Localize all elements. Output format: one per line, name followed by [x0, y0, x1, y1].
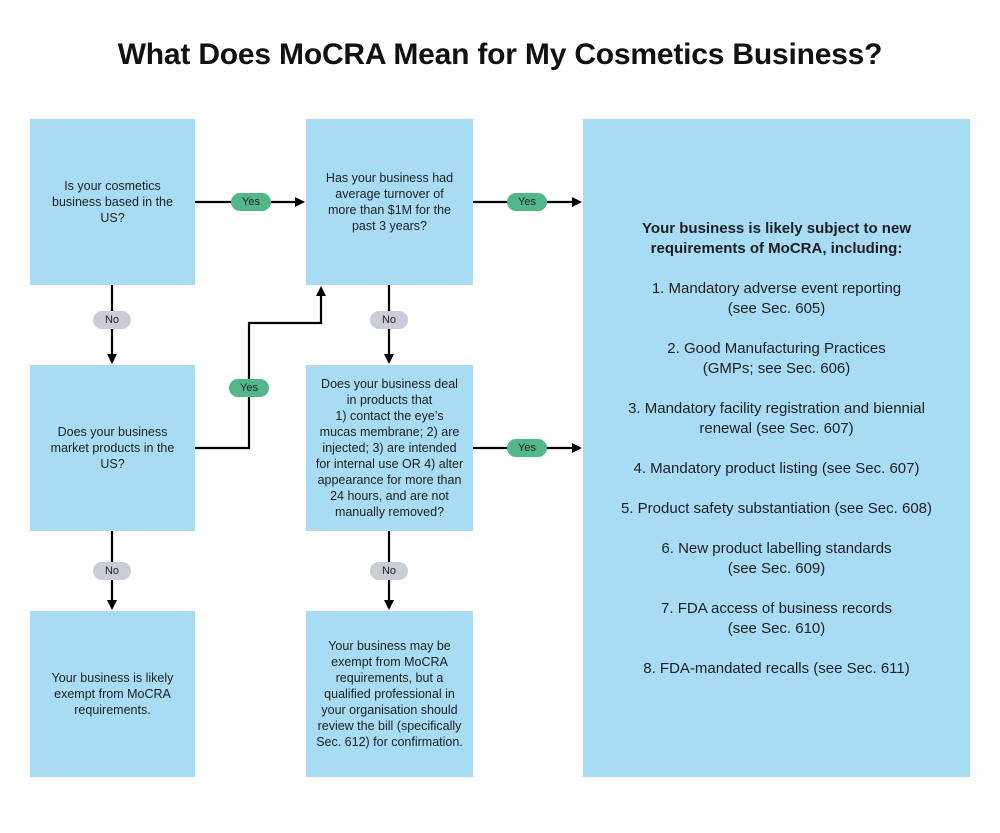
question-market-in-us: Does your business market products in th… [30, 365, 195, 531]
no-label-q4: No [370, 562, 408, 580]
requirement-item: 6. New product labelling standards (see … [661, 540, 892, 577]
yes-label-q2: Yes [229, 379, 269, 397]
outcome-requirements: Your business is likely subject to new r… [583, 119, 970, 777]
requirement-item: 2. Good Manufacturing Practices (GMPs; s… [667, 340, 886, 377]
outcome-exempt: Your business is likely exempt from MoCR… [30, 611, 195, 777]
no-label-q1: No [93, 311, 131, 329]
question-based-in-us: Is your cosmetics business based in the … [30, 119, 195, 285]
page-title: What Does MoCRA Mean for My Cosmetics Bu… [117, 38, 883, 71]
question-product-types: Does your business deal in products that… [306, 365, 473, 531]
requirement-item: 3. Mandatory facility registration and b… [628, 400, 925, 437]
yes-label-q3: Yes [507, 193, 547, 211]
requirement-item: 1. Mandatory adverse event reporting (se… [651, 280, 902, 317]
requirement-item: 5. Product safety substantiation (see Se… [620, 500, 932, 517]
requirement-item: 8. FDA-mandated recalls (see Sec. 611) [643, 660, 910, 677]
connector-q2-to-q3 [195, 286, 326, 450]
no-label-q2: No [93, 562, 131, 580]
requirement-item: 4. Mandatory product listing (see Sec. 6… [633, 460, 920, 477]
requirement-item: 7. FDA access of business records (see S… [661, 600, 892, 637]
yes-label-q4: Yes [507, 439, 547, 457]
yes-label-q1: Yes [231, 193, 271, 211]
requirements-heading: Your business is likely subject to new r… [642, 220, 911, 257]
question-turnover: Has your business had average turnover o… [306, 119, 473, 285]
no-label-q3: No [370, 311, 408, 329]
outcome-may-be-exempt: Your business may be exempt from MoCRA r… [306, 611, 473, 777]
